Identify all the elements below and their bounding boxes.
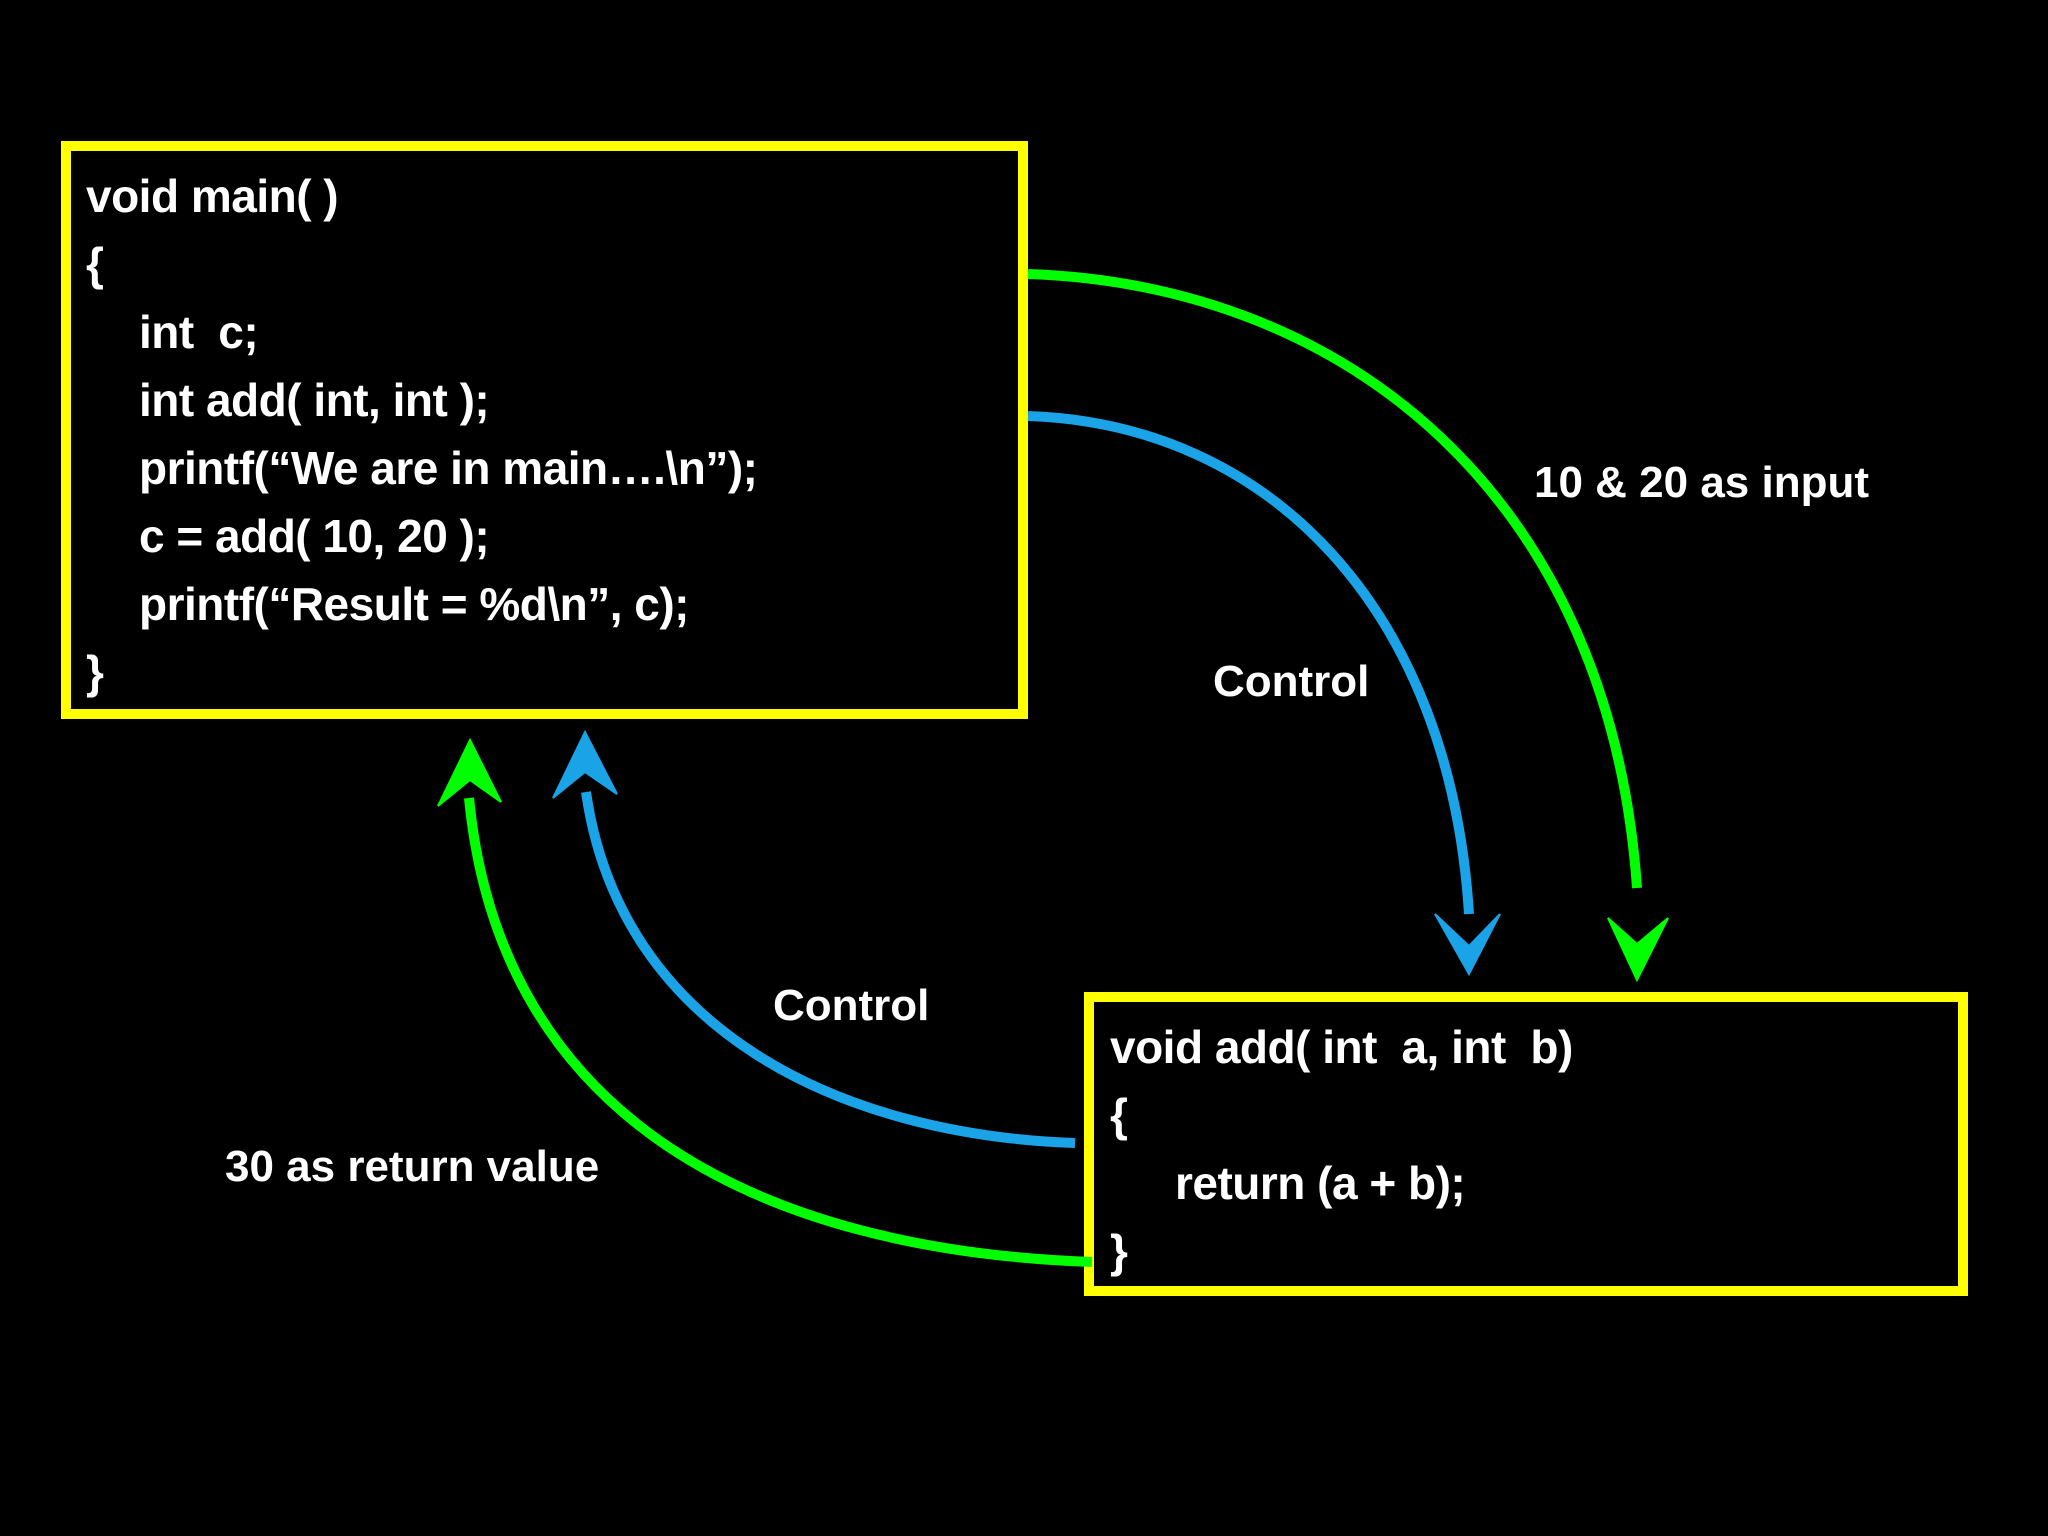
input-arrow [1027, 269, 1642, 889]
main-code-line: int add( int, int ); [139, 374, 490, 426]
main-code-line: c = add( 10, 20 ); [139, 510, 490, 562]
input-label: 10 & 20 as input [1534, 458, 1870, 507]
add-function-box [1084, 992, 1968, 1296]
control-arrow-to-add-head [1434, 913, 1501, 977]
main-code-line: void main( ) [86, 170, 339, 222]
main-code-line: } [86, 646, 104, 698]
main-code-line: printf(“We are in main….\n”); [139, 442, 758, 494]
main-function-box [61, 141, 1028, 719]
control-arrow-to-main [581, 791, 1076, 1148]
control-to-main-label: Control [773, 981, 930, 1030]
add-code-line: return (a + b); [1175, 1157, 1466, 1209]
main-code-line: { [86, 238, 104, 290]
main-code-line: printf(“Result = %d\n”, c); [139, 578, 690, 630]
return-arrow-head [437, 737, 502, 807]
add-code-line: } [1110, 1225, 1128, 1277]
add-code-line: void add( int a, int b) [1110, 1021, 1573, 1073]
main-code-line: int c; [139, 306, 259, 358]
add-code-line: { [1110, 1089, 1128, 1141]
return-value-label: 30 as return value [225, 1142, 600, 1191]
control-arrow-to-add [1027, 411, 1474, 915]
input-arrow-head [1607, 917, 1669, 983]
return-arrow [464, 797, 1093, 1267]
control-to-add-label: Control [1213, 657, 1370, 706]
control-arrow-to-main-head [552, 729, 618, 799]
